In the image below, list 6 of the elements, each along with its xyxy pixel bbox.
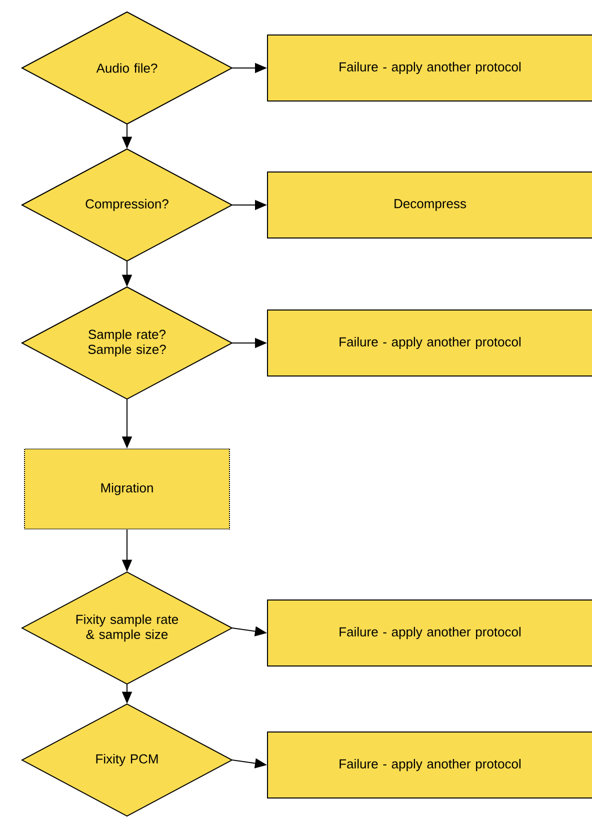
process-box: Failure - apply another protocol <box>267 600 592 666</box>
process-box: Failure - apply another protocol <box>267 310 592 376</box>
process-box: Decompress <box>267 172 592 238</box>
process-box: Failure - apply another protocol <box>267 34 592 102</box>
process-box: Failure - apply another protocol <box>267 732 592 798</box>
process-box: Migration <box>24 448 230 530</box>
